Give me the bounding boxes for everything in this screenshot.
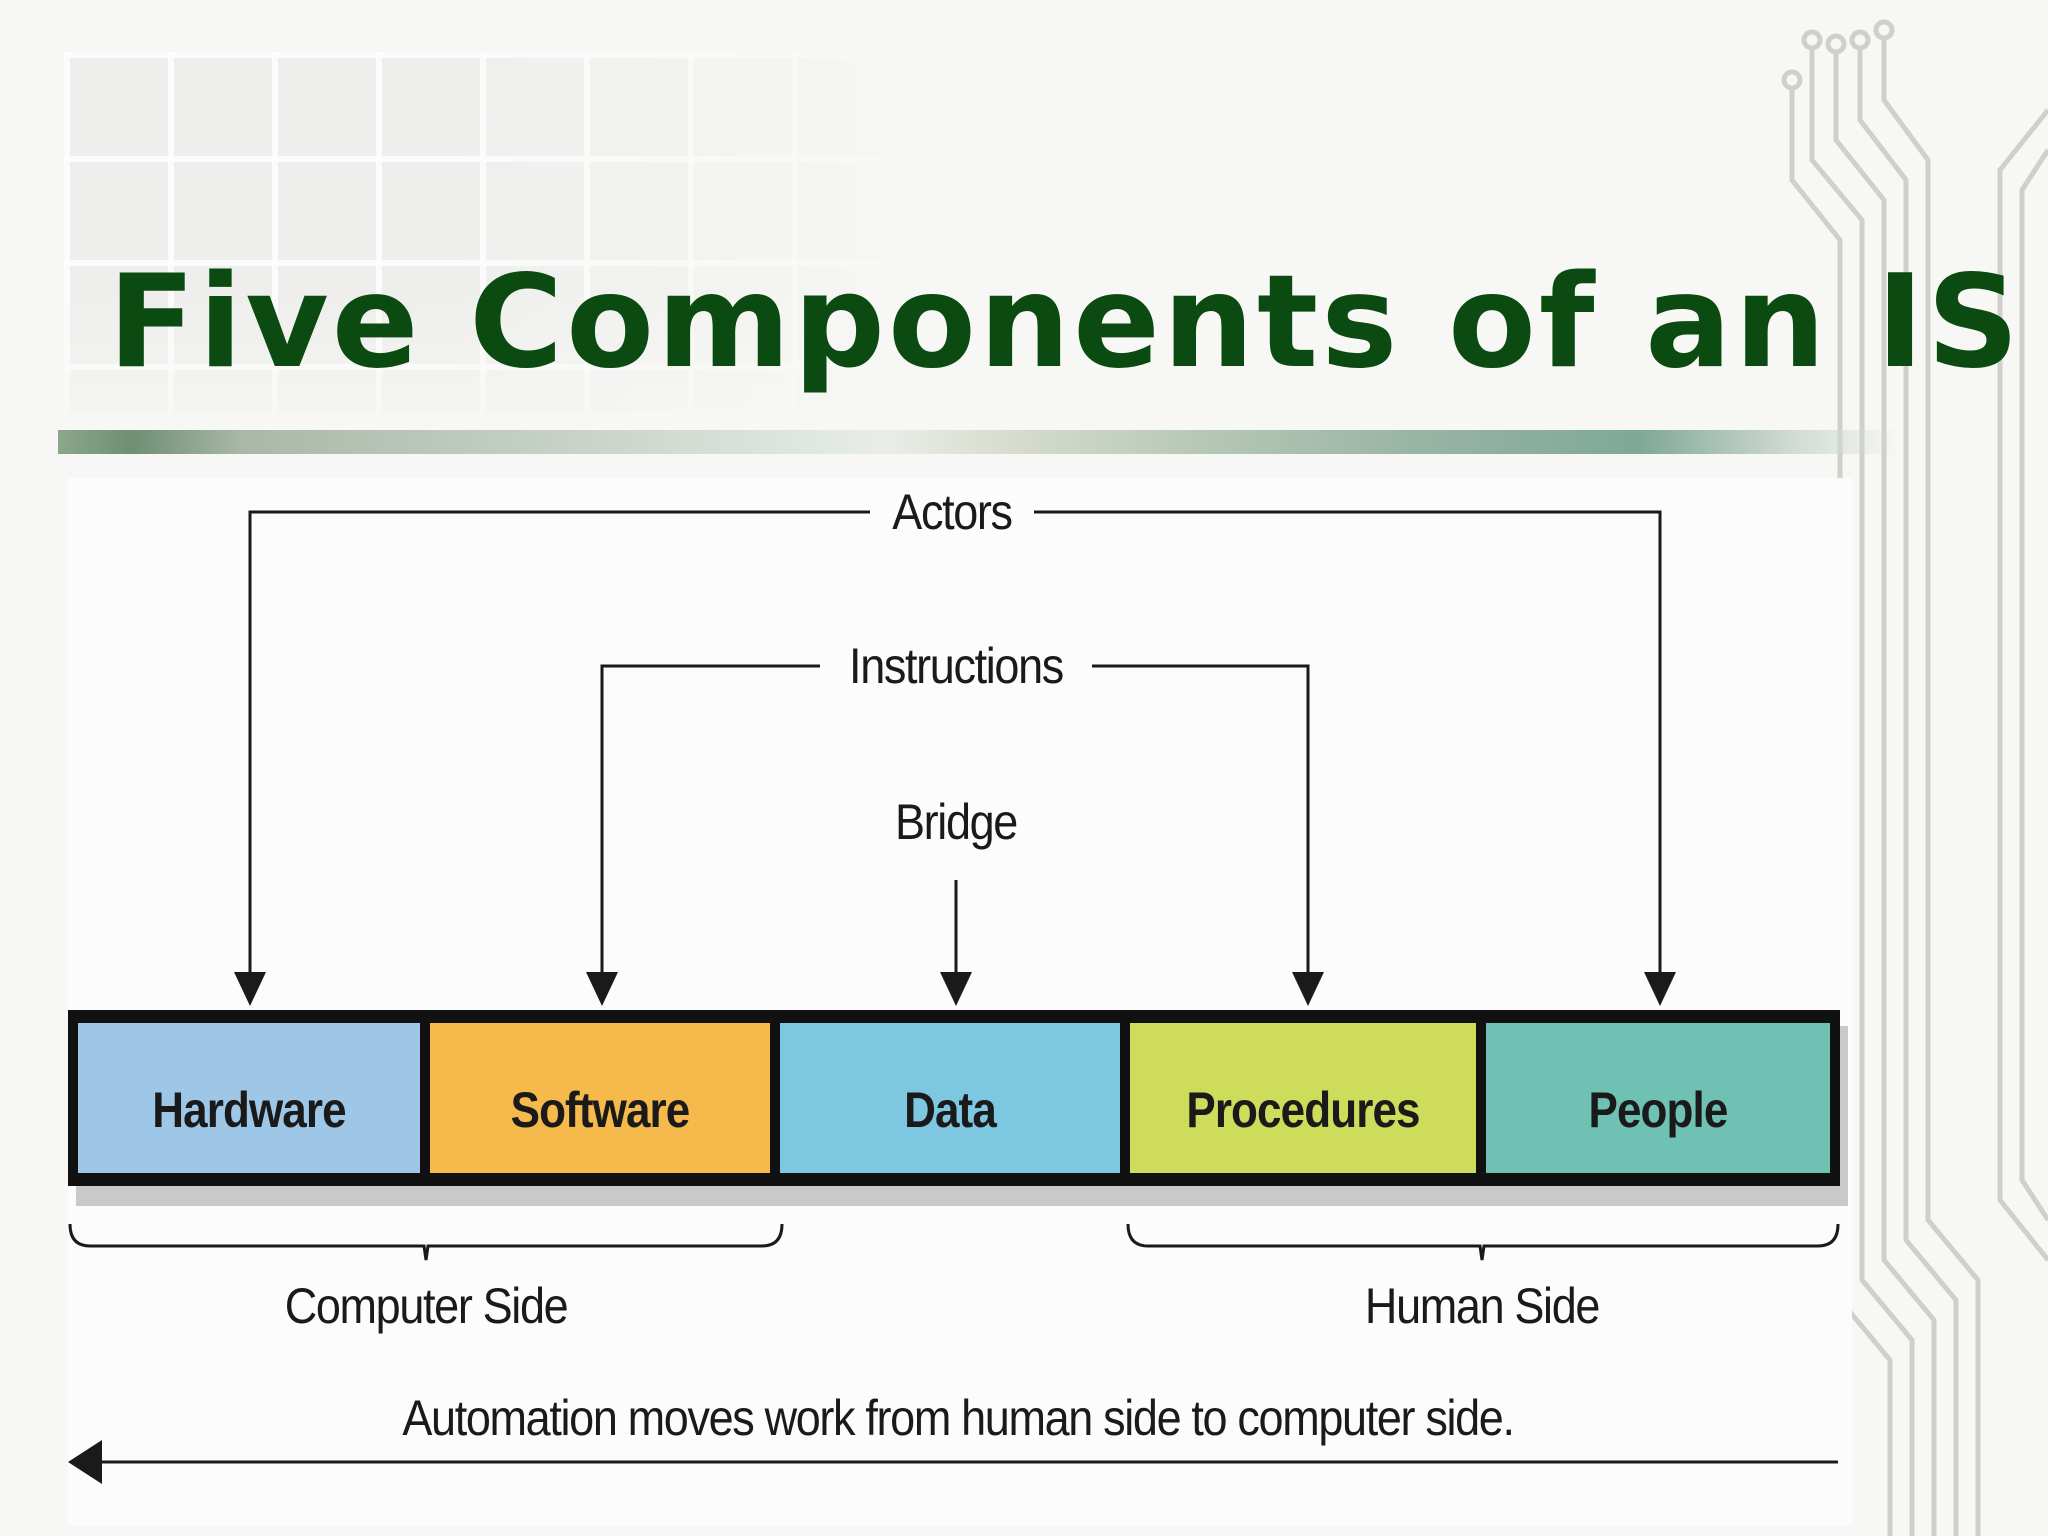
- background-fade: [0, 0, 1100, 480]
- automation-label: Automation moves work from human side to…: [402, 1390, 1515, 1446]
- circuit-decoration: [1781, 19, 2048, 1536]
- box-hardware: [78, 1023, 420, 1173]
- instructions-connector-line: [600, 664, 820, 976]
- instructions-label: Instructions: [849, 638, 1064, 694]
- title-underline-bar: [58, 430, 1898, 454]
- human-side-bracket: [1126, 1223, 1840, 1261]
- box-software: [430, 1023, 770, 1173]
- human-side-label: Human Side: [1364, 1278, 1600, 1334]
- component-people: People: [1588, 1082, 1728, 1138]
- component-software: Software: [510, 1082, 691, 1138]
- computer-side-bracket: [68, 1223, 784, 1261]
- arrowhead-people: [1644, 972, 1676, 1006]
- arrowhead-procedures: [1292, 972, 1324, 1006]
- diagram-lines: [68, 510, 1848, 1484]
- component-procedures: Procedures: [1186, 1082, 1420, 1138]
- box-people: [1486, 1023, 1830, 1173]
- actors-label: Actors: [892, 484, 1013, 540]
- arrowhead-software: [586, 972, 618, 1006]
- component-data: Data: [904, 1082, 997, 1138]
- box-procedures: [1130, 1023, 1476, 1173]
- bridge-label: Bridge: [895, 794, 1018, 850]
- computer-side-label: Computer Side: [284, 1278, 569, 1334]
- automation-arrowhead: [68, 1440, 102, 1484]
- instructions-connector-line-right: [1092, 664, 1310, 976]
- page-title: Five Components of an IS: [108, 248, 2022, 397]
- actors-connector-line: [248, 510, 870, 976]
- is-components-diagram: Actors Instructions Bridge Hardware Soft…: [68, 478, 1852, 1526]
- component-hardware: Hardware: [152, 1082, 346, 1138]
- arrowhead-hardware: [234, 972, 266, 1006]
- box-data: [780, 1023, 1120, 1173]
- arrowhead-data: [940, 972, 972, 1006]
- actors-connector-line-right: [1034, 510, 1662, 976]
